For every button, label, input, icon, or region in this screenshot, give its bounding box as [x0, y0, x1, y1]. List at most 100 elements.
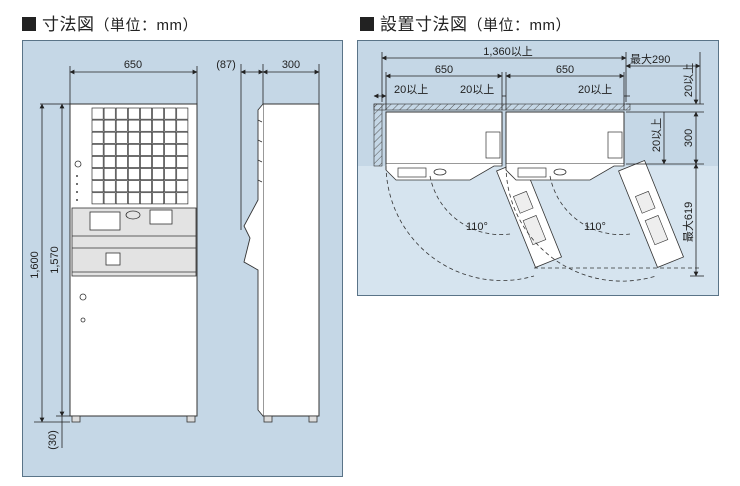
clearance-right-label: 20以上	[578, 83, 612, 96]
ticket-button	[103, 192, 116, 205]
ticket-button	[152, 192, 165, 205]
ticket-button	[91, 192, 104, 205]
ticket-button	[91, 107, 104, 120]
body-height-label: 1,570	[49, 246, 61, 274]
gap-dimension-label: (87)	[216, 59, 236, 71]
ticket-button	[176, 180, 189, 193]
ticket-button	[91, 131, 104, 144]
ticket-button	[152, 156, 165, 168]
swing-angle-label-1: 110°	[466, 221, 488, 233]
ticket-button	[152, 143, 165, 156]
ticket-button	[127, 131, 140, 144]
dimension-drawing-title: 寸法図（単位：mm）	[22, 10, 198, 35]
ticket-button	[164, 180, 177, 193]
ticket-button	[176, 131, 189, 144]
ticket-button	[103, 131, 116, 144]
side-view: (87) 300	[216, 59, 320, 423]
ticket-button	[140, 107, 152, 120]
indicator-dots	[76, 175, 78, 201]
ticket-button	[140, 168, 152, 181]
ticket-button	[91, 143, 104, 156]
ticket-button	[164, 131, 177, 144]
ticket-button	[152, 131, 165, 144]
ticket-button	[140, 131, 152, 144]
foot-right	[186, 415, 196, 423]
ticket-button	[115, 192, 128, 205]
ticket-button	[140, 156, 152, 168]
ticket-button	[152, 119, 165, 132]
ticket-button	[91, 180, 104, 193]
ticket-button-grid	[91, 107, 189, 205]
ticket-button	[91, 156, 104, 168]
ticket-button	[164, 143, 177, 156]
key-hole-icon	[80, 317, 86, 323]
side-clearance-label: 20以上	[650, 118, 663, 152]
clearance-left-label: 20以上	[394, 83, 428, 96]
ticket-button	[115, 180, 128, 193]
swing-arc-2	[505, 165, 657, 282]
bill-slot	[149, 209, 173, 225]
ticket-button	[115, 143, 128, 156]
square-bullet-icon	[360, 17, 374, 31]
ticket-button	[176, 107, 189, 120]
foot-left	[71, 415, 81, 423]
indicator-light	[74, 160, 82, 168]
max-top-label: 最大290	[630, 52, 670, 66]
depth-dimension-label: 300	[282, 59, 300, 71]
unit-2-open-door	[618, 159, 685, 268]
ticket-button	[164, 107, 177, 120]
side-foot-back	[308, 415, 318, 423]
unit-1-width-label: 650	[435, 64, 453, 76]
ticket-button	[176, 168, 189, 181]
total-height-label: 1,600	[29, 251, 41, 279]
ticket-button	[140, 119, 152, 132]
ticket-button	[176, 119, 189, 132]
ticket-button	[176, 156, 189, 168]
display-screen	[89, 211, 121, 231]
side-front-panel	[243, 103, 264, 417]
square-bullet-icon	[22, 17, 36, 31]
ticket-button	[103, 143, 116, 156]
ticket-button	[164, 192, 177, 205]
ticket-button	[115, 168, 128, 181]
ticket-button	[103, 168, 116, 181]
ticket-button	[140, 192, 152, 205]
ticket-button	[103, 180, 116, 193]
max-swing-label: 最大619	[681, 202, 695, 242]
plan-depth-label: 300	[683, 129, 695, 147]
clearance-mid-label: 20以上	[460, 83, 494, 96]
ticket-button	[176, 143, 189, 156]
ticket-button	[91, 119, 104, 132]
ticket-outlet	[105, 252, 121, 266]
ticket-button	[91, 168, 104, 181]
ticket-button	[127, 119, 140, 132]
side-wall-hatch	[373, 103, 383, 167]
side-cabinet	[262, 103, 320, 417]
ticket-button	[127, 168, 140, 181]
ticket-button	[152, 168, 165, 181]
ticket-button	[176, 192, 189, 205]
ticket-button	[115, 119, 128, 132]
ticket-button	[140, 143, 152, 156]
ticket-button	[152, 107, 165, 120]
foot-height-label: (30)	[47, 430, 59, 450]
ticket-button	[127, 180, 140, 193]
ticket-button	[127, 156, 140, 168]
ticket-button	[127, 143, 140, 156]
ticket-button	[140, 180, 152, 193]
ticket-button	[152, 180, 165, 193]
side-foot-front	[263, 415, 273, 423]
ticket-button	[103, 107, 116, 120]
ticket-button	[115, 107, 128, 120]
coin-slot-icon	[125, 210, 141, 220]
ticket-button	[127, 107, 140, 120]
ticket-button	[164, 168, 177, 181]
swing-angle-label-2: 110°	[584, 221, 606, 233]
machine-unit-1	[385, 111, 503, 165]
top-clearance-label: 20以上	[682, 63, 695, 97]
ticket-button	[103, 156, 116, 168]
ticket-button	[103, 119, 116, 132]
front-view: 650 1,570 1,600 (30)	[29, 59, 198, 450]
machine-unit-2	[505, 111, 625, 165]
